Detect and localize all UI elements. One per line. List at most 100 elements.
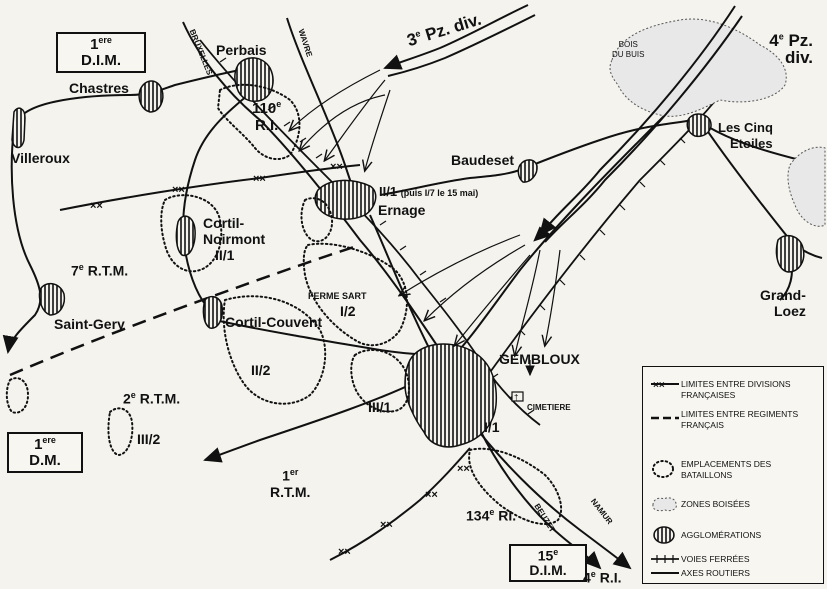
unit-2-rtm-name: R.T.M. bbox=[135, 390, 181, 407]
unit-7-rtm-sup: e bbox=[78, 262, 84, 272]
road-grand-loez bbox=[699, 119, 823, 259]
division-limit-symbol: ×× bbox=[651, 380, 679, 391]
place-cortil-noirmont-2: Noirmont bbox=[203, 231, 266, 248]
place-baudeset: Baudeset bbox=[451, 152, 515, 168]
place-cortil-noirmont-1: Cortil- bbox=[203, 215, 245, 231]
label-4-pz-pre: 4 bbox=[769, 31, 779, 50]
place-cimetiere: CIMETIERE bbox=[527, 403, 571, 412]
legend-row-road: AXES ROUTIERS bbox=[643, 567, 823, 579]
place-cinq-etoiles: Les Cinq Etoiles bbox=[718, 120, 773, 151]
pz3-arrow bbox=[383, 4, 529, 70]
road-symbol bbox=[651, 572, 679, 574]
unit-1-rtm-pre: 1 bbox=[282, 467, 290, 484]
place-cinq-etoiles-1: Les Cinq bbox=[718, 120, 773, 135]
place-chastres: Chastres bbox=[69, 80, 129, 96]
svg-text:××: ×× bbox=[380, 519, 393, 531]
road-perbais-west bbox=[182, 94, 249, 311]
place-bois-du-buis-1: BOIS bbox=[618, 40, 638, 49]
agglomeration-symbol bbox=[653, 526, 675, 544]
unit-134-ri-name: RI. bbox=[494, 507, 517, 524]
unit-110-ri-num: 110 bbox=[252, 100, 277, 117]
unit-4-ri-name: R.I. bbox=[595, 569, 622, 586]
box-1-dm-sup: ere bbox=[42, 435, 56, 445]
label-4-pz-text: Pz. bbox=[783, 31, 814, 50]
unit-4-ri-sup: e bbox=[590, 569, 596, 579]
legend: ×× LIMITES ENTRE DIVISIONS FRANÇAISES LI… bbox=[642, 366, 824, 584]
road-villeroux-sud bbox=[2, 119, 42, 354]
label-4-pz-sup: e bbox=[778, 31, 784, 42]
place-saint-gery: Saint-Gery bbox=[54, 316, 125, 332]
road-baudeset-north bbox=[519, 117, 706, 171]
unit-134-ri-sup: e bbox=[489, 507, 495, 517]
unit-110-ri: 110e R.I. bbox=[252, 99, 281, 134]
box-1-dim-name: D.I.M. bbox=[81, 51, 121, 69]
legend-row-regiment-limit: LIMITES ENTRE REGIMENTS FRANÇAIS bbox=[643, 405, 823, 433]
place-grand-loez-2: Loez bbox=[774, 303, 806, 320]
legend-row-agglomeration: AGGLOMÉRATIONS bbox=[643, 525, 823, 547]
unit-1-rtm: 1er R.T.M. bbox=[270, 467, 310, 500]
svg-text:××: ×× bbox=[425, 489, 438, 501]
legend-text-division-limit: LIMITES ENTRE DIVISIONS FRANÇAISES bbox=[681, 379, 791, 400]
unit-1-rtm-name: R.T.M. bbox=[270, 483, 311, 500]
legend-row-division-limit: ×× LIMITES ENTRE DIVISIONS FRANÇAISES bbox=[643, 375, 823, 403]
box-1-dm: 1ere D.M. bbox=[7, 432, 83, 473]
regiment-limit-symbol bbox=[651, 416, 679, 420]
label-4-pz-line2: div. bbox=[785, 48, 814, 67]
svg-text:××: ×× bbox=[90, 200, 103, 212]
battalion-location-symbol bbox=[652, 460, 674, 478]
unit-2-rtm: 2e R.T.M. bbox=[123, 391, 180, 406]
place-grand-loez-1: Grand- bbox=[760, 287, 806, 303]
unit-4-ri-pre: 4 bbox=[583, 569, 591, 586]
place-bois-du-buis-2: DU BUIS bbox=[612, 49, 645, 59]
secondary-thrusts bbox=[290, 69, 561, 377]
wooded-zone-symbol bbox=[652, 497, 677, 512]
place-cinq-etoiles-2: Etoiles bbox=[730, 135, 773, 151]
unit-7-rtm: 7e R.T.M. bbox=[71, 263, 128, 278]
legend-row-railway: VOIES FERRÉES bbox=[643, 553, 823, 565]
pz4-arrow bbox=[538, 5, 736, 237]
unit-1-rtm-sup: er bbox=[289, 467, 299, 477]
wooded-zones bbox=[609, 18, 826, 227]
roads bbox=[2, 17, 823, 570]
place-grand-loez: Grand- Loez bbox=[760, 287, 806, 319]
unit-i1: I/1 bbox=[484, 419, 500, 435]
road-chastres-villeroux bbox=[17, 69, 241, 121]
legend-row-wooded-zone: ZONES BOISÉES bbox=[643, 495, 823, 515]
unit-110-ri-name: R.I. bbox=[254, 116, 279, 134]
agglomerations bbox=[11, 57, 805, 448]
svg-text:××: ×× bbox=[253, 173, 266, 185]
legend-text-agglomeration: AGGLOMÉRATIONS bbox=[681, 530, 762, 540]
unit-ii2: II/2 bbox=[251, 362, 271, 378]
legend-text-railway: VOIES FERRÉES bbox=[681, 554, 750, 564]
unit-iii2: III/2 bbox=[137, 431, 161, 447]
place-villeroux: Villeroux bbox=[11, 150, 70, 166]
unit-i2: I/2 bbox=[340, 303, 356, 319]
svg-text:××: ×× bbox=[653, 380, 665, 391]
legend-text-regiment-limit: LIMITES ENTRE REGIMENTS FRANÇAIS bbox=[681, 409, 799, 430]
svg-text:†: † bbox=[514, 393, 518, 402]
place-ernage: Ernage bbox=[378, 202, 426, 218]
svg-text:××: ×× bbox=[338, 546, 351, 558]
road-cinq-etoiles-se bbox=[704, 124, 801, 161]
box-1-dm-pre: 1 bbox=[34, 436, 43, 453]
place-perbais: Perbais bbox=[216, 42, 267, 58]
railway-symbol bbox=[651, 555, 679, 563]
battalion-locations bbox=[5, 83, 563, 525]
box-15-dim-name: D.I.M. bbox=[529, 562, 567, 579]
label-4-pz-div: 4e Pz. div. bbox=[755, 32, 813, 66]
place-gembloux: GEMBLOUX bbox=[499, 351, 580, 367]
box-1-dim: 1ere D.I.M. bbox=[56, 32, 146, 73]
legend-text-road: AXES ROUTIERS bbox=[681, 568, 750, 578]
unit-7-rtm-name: R.T.M. bbox=[83, 262, 129, 279]
box-15-dim-sup: e bbox=[553, 547, 559, 557]
svg-text:××: ×× bbox=[172, 184, 185, 196]
regiment-limit bbox=[9, 243, 361, 377]
unit-134-ri-num: 134 bbox=[466, 507, 490, 524]
unit-134-ri: 134e RI. bbox=[466, 508, 516, 523]
box-15-dim: 15e D.I.M. bbox=[509, 544, 587, 583]
division-limit-marks: ×××××× ×××××× ×××× bbox=[90, 161, 470, 558]
svg-text:××: ×× bbox=[457, 463, 470, 475]
road-ernage-gembloux bbox=[369, 214, 431, 351]
unit-7-rtm-pre: 7 bbox=[71, 262, 79, 279]
